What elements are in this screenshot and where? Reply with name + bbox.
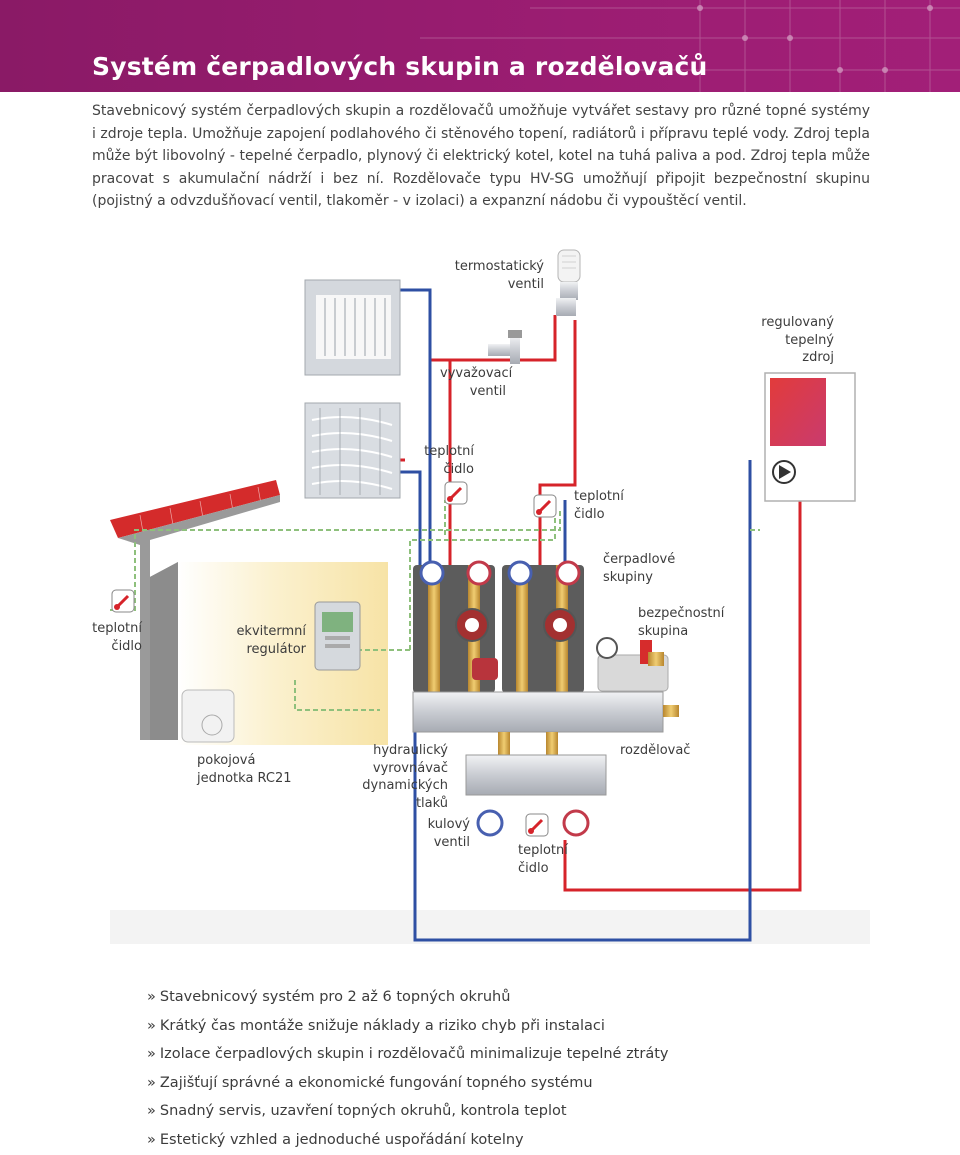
list-item: »Estetický vzhled a jednoduché uspořádán… — [147, 1131, 524, 1148]
banner-pattern — [420, 0, 960, 92]
list-item: »Zajišťují správné a ekonomické fungován… — [147, 1074, 593, 1091]
bullet-marker: » — [147, 1103, 156, 1120]
bullet-marker: » — [147, 1017, 156, 1034]
floor-heating-image — [304, 402, 401, 499]
intro-paragraph: Stavebnicový systém čerpadlových skupin … — [92, 103, 870, 209]
diagram-graphic — [110, 249, 870, 944]
pump-group-left — [413, 560, 498, 695]
radiator-image — [304, 279, 401, 376]
list-item: »Krátký čas montáže snižuje náklady a ri… — [147, 1017, 605, 1034]
temp-sensor-icon-3 — [525, 813, 549, 837]
feature-list: »Stavebnicový systém pro 2 až 6 topných … — [147, 983, 668, 1155]
header-banner: Systém čerpadlových skupin a rozdělovačů — [0, 0, 960, 92]
floor-shadow — [110, 910, 870, 944]
list-item: »Stavebnicový systém pro 2 až 6 topných … — [147, 989, 511, 1005]
bullet-marker: » — [147, 1131, 156, 1148]
bullet-marker: » — [147, 1046, 156, 1063]
pipes — [400, 288, 802, 942]
temp-sensor-icon-1 — [444, 481, 468, 505]
heat-source-image — [764, 372, 856, 502]
balancing-valve-image — [488, 330, 522, 364]
bullet-marker: » — [147, 1074, 156, 1091]
temp-sensor-icon-outdoor — [111, 589, 135, 613]
regulator-image — [314, 601, 361, 671]
room-unit-image — [181, 689, 235, 743]
pump-group-right — [502, 560, 584, 695]
thermostatic-valve-image — [556, 249, 581, 316]
list-item: »Izolace čerpadlových skupin i rozdělova… — [147, 1046, 669, 1063]
roof — [110, 480, 280, 538]
list-item: »Snadný servis, uzavření topných okruhů,… — [147, 1103, 567, 1120]
label-distributor: rozdělovač — [620, 743, 691, 758]
temp-sensor-icon-2 — [533, 494, 557, 518]
distributor-image — [412, 691, 679, 837]
safety-group-image — [596, 637, 669, 692]
page-title: Systém čerpadlových skupin a rozdělovačů — [92, 52, 708, 81]
bullet-marker: » — [147, 989, 156, 1005]
